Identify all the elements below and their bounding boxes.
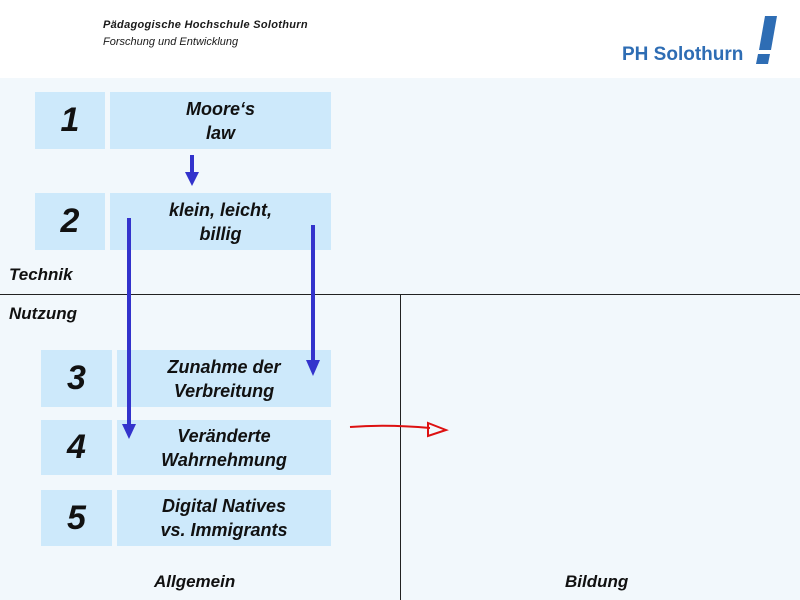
label-technik: Technik (9, 265, 73, 284)
item-3-text: Zunahme der Verbreitung (117, 350, 331, 407)
vertical-divider (400, 294, 401, 600)
item-2-text: klein, leicht, billig (110, 193, 331, 250)
header: Pädagogische Hochschule Solothurn Forsch… (0, 0, 800, 78)
item-3-number: 3 (41, 350, 112, 407)
logo-slash-icon (756, 16, 777, 64)
logo-text: PH Solothurn (622, 44, 744, 65)
item-1-number: 1 (35, 92, 105, 149)
label-nutzung: Nutzung (9, 304, 77, 323)
item-2-number: 2 (35, 193, 105, 250)
label-bildung: Bildung (565, 572, 629, 591)
item-4-number: 4 (41, 420, 112, 475)
label-allgemein: Allgemein (154, 572, 236, 591)
item-5-text: Digital Natives vs. Immigrants (117, 490, 331, 546)
item-5-number: 5 (41, 490, 112, 546)
institution-name: Pädagogische Hochschule Solothurn (103, 19, 308, 31)
item-4-text: Veränderte Wahrnehmung (117, 420, 331, 475)
item-1-text: Moore‘s law (110, 92, 331, 149)
department-name: Forschung und Entwicklung (103, 36, 239, 48)
